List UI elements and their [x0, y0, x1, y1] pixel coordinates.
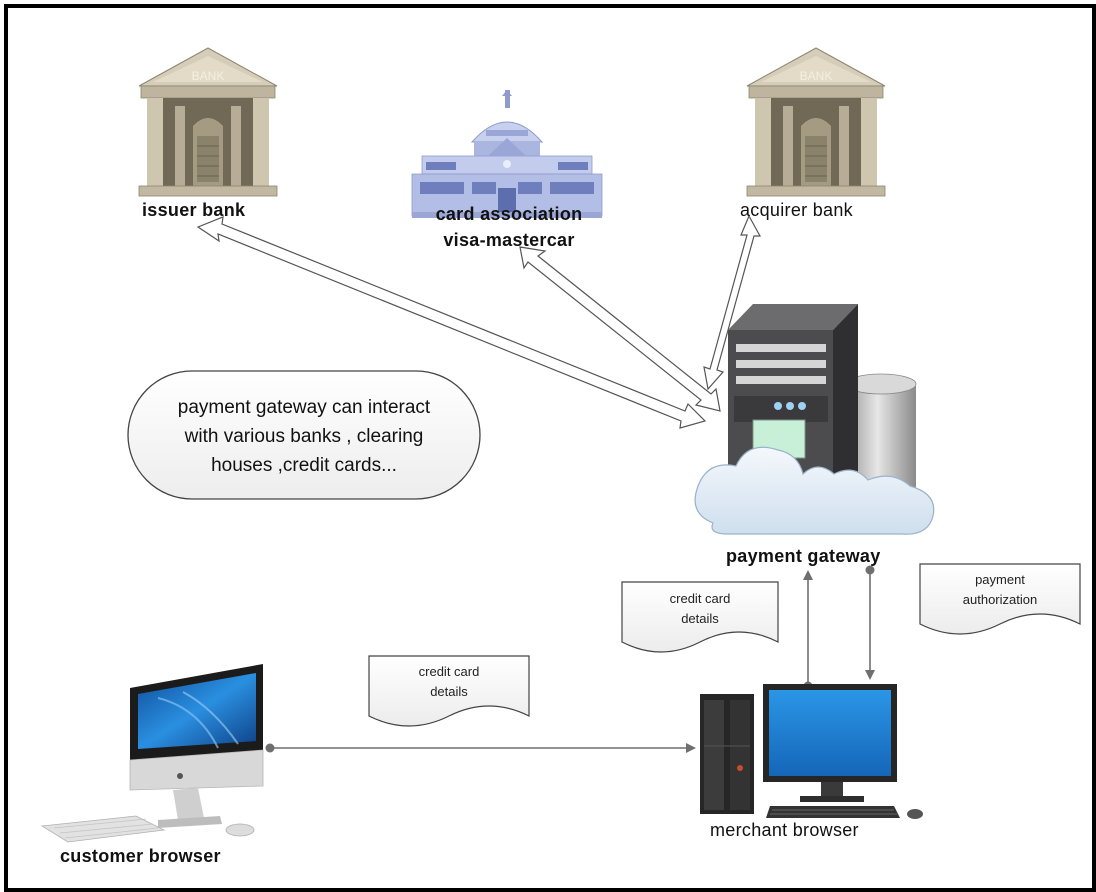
doc-customer-line-2: details: [430, 684, 468, 699]
doc-credit-card-details-merchant: [621, 581, 779, 653]
doc-auth-line-2: authorization: [962, 592, 1038, 607]
acquirer-bank-icon: BANK: [746, 47, 886, 197]
doc-merchant-line-2: details: [681, 611, 719, 626]
payment-gateway-icon: [694, 304, 935, 535]
payment-gateway-label: payment gateway: [726, 546, 881, 566]
card-association-label-line2: visa-mastercar: [443, 230, 575, 250]
doc-auth-line-1: payment: [975, 572, 1025, 587]
doc-text-merchant: credit card details: [630, 589, 770, 629]
connector-gateway-merchant: [865, 565, 875, 680]
note-line-2: with various banks , clearing: [184, 426, 424, 447]
issuer-bank-label: issuer bank: [142, 200, 246, 220]
doc-merchant-line-1: credit card: [669, 591, 731, 606]
arrow-gateway-association: [519, 246, 721, 412]
doc-text-authorization: payment authorization: [930, 570, 1070, 610]
connector-customer-merchant: [265, 743, 696, 753]
acquirer-bank-sign: BANK: [800, 69, 833, 83]
card-association-icon: [411, 90, 603, 218]
note-callout: [127, 370, 481, 500]
note-line-3: houses ,credit cards...: [211, 455, 397, 476]
doc-credit-card-details-customer: [368, 655, 530, 727]
acquirer-bank-label: acquirer bank: [740, 200, 853, 220]
note-text: payment gateway can interact with variou…: [128, 393, 480, 480]
merchant-browser-icon: [700, 684, 923, 819]
issuer-bank-icon: BANK: [138, 47, 278, 197]
arrow-gateway-acquirer: [703, 214, 762, 391]
connector-merchant-gateway: [803, 570, 813, 691]
merchant-browser-label: merchant browser: [710, 820, 859, 840]
issuer-bank-sign: BANK: [192, 69, 225, 83]
customer-browser-icon: [40, 664, 264, 843]
diagram-canvas: BANK BANK: [40, 47, 1081, 843]
note-line-1: payment gateway can interact: [177, 397, 431, 418]
doc-text-customer: credit card details: [379, 662, 519, 702]
arrow-gateway-issuer: [196, 216, 707, 429]
customer-browser-label: customer browser: [60, 846, 221, 866]
card-association-label-line1: card association: [435, 204, 583, 224]
diagram-frame: BANK BANK: [4, 4, 1096, 892]
doc-customer-line-1: credit card: [418, 664, 480, 679]
doc-payment-authorization: [919, 563, 1081, 635]
